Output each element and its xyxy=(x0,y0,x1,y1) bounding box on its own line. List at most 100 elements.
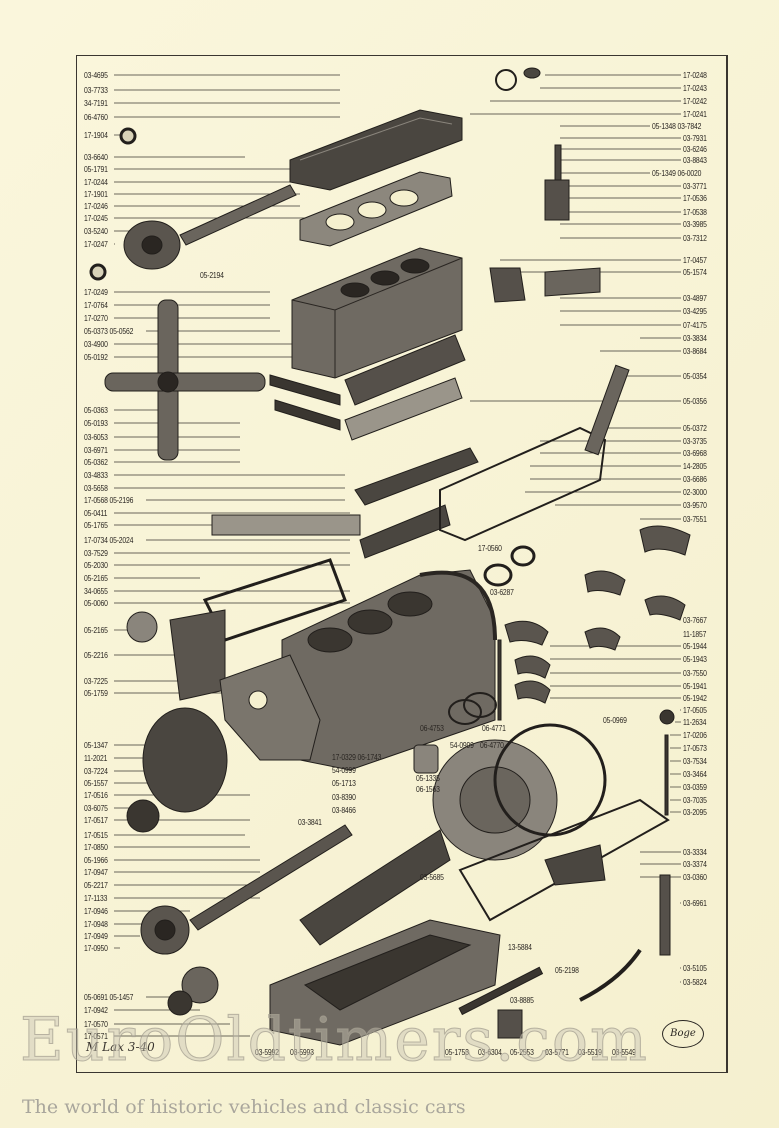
part-label-left: 06-4760 xyxy=(84,113,108,122)
boge-logo: Boge xyxy=(662,1020,704,1048)
front-plate xyxy=(169,609,226,701)
part-label-right: 05-1574 xyxy=(683,268,707,277)
part-label-left: 03-6053 xyxy=(84,433,108,442)
part-label-right: 03-5824 xyxy=(683,978,707,987)
part-label-center: 03-3841 xyxy=(298,818,322,827)
piston xyxy=(413,744,439,774)
part-label-right: 03-0360 xyxy=(683,873,707,882)
part-label-right: 03-3374 xyxy=(683,860,707,869)
part-label-left: 17-0245 xyxy=(84,214,108,223)
part-label-right: 17-0248 xyxy=(683,71,707,80)
part-label-right: 17-0538 xyxy=(683,208,707,217)
part-label-right: 03-8684 xyxy=(683,347,707,356)
part-label-left: 17-0249 xyxy=(84,288,108,297)
part-label-left: 17-0246 xyxy=(84,202,108,211)
part-label-right: 17-0243 xyxy=(683,84,707,93)
part-label-right: 17-0241 xyxy=(683,110,707,119)
bell-housing xyxy=(142,707,228,813)
part-label-left: 05-2030 xyxy=(84,561,108,570)
part-label-left: 03-7733 xyxy=(84,86,108,95)
part-label-left: 17-0948 xyxy=(84,920,108,929)
part-label-left: 17-0947 xyxy=(84,868,108,877)
part-label-right: 03-7931 xyxy=(683,134,707,143)
part-label-left: 05-1347 xyxy=(84,741,108,750)
part-label-right: 03-3771 xyxy=(683,182,707,191)
part-label-right: 03-5105 xyxy=(683,964,707,973)
part-label-bottom: 03-6304 xyxy=(478,1048,502,1057)
part-label-right: 05-1941 xyxy=(683,682,707,691)
part-label-left: 17-0517 xyxy=(84,816,108,825)
part-label-left: 17-0270 xyxy=(84,314,108,323)
part-label-right: 03-7035 xyxy=(683,796,707,805)
part-label-right: 07-4175 xyxy=(683,321,707,330)
part-label-bottom: 03-5519 xyxy=(578,1048,602,1057)
part-label-right: 03-7534 xyxy=(683,757,707,766)
part-label-right: 03-4295 xyxy=(683,307,707,316)
part-label-left: 05-1557 xyxy=(84,779,108,788)
part-label-left: 03-7224 xyxy=(84,767,108,776)
exhaust-manifold xyxy=(354,447,479,506)
part-label-center: 05-1713 xyxy=(332,779,356,788)
oil-pump xyxy=(659,874,671,956)
part-label-center: 05-0969 xyxy=(603,716,627,725)
part-label-right: 17-0206 xyxy=(683,731,707,740)
diagram-frame xyxy=(76,55,728,1073)
part-label-left: 05-0363 xyxy=(84,406,108,415)
part-label-right: 03-4897 xyxy=(683,294,707,303)
part-label-left: 05-2216 xyxy=(84,651,108,660)
part-label-right: 03-3985 xyxy=(683,220,707,229)
part-label-left: 17-0570 xyxy=(84,1020,108,1029)
part-label-right: 03-7551 xyxy=(683,515,707,524)
part-label-left: 05-0192 xyxy=(84,353,108,362)
part-label-right: 05-1942 xyxy=(683,694,707,703)
part-label-left: 17-0734 05-2024 xyxy=(84,536,134,545)
part-label-left: 05-0411 xyxy=(84,509,108,518)
part-label-center: 06-4753 xyxy=(420,724,444,733)
part-label-center: 05-1335 xyxy=(416,774,440,783)
part-label-left: 05-2165 xyxy=(84,626,108,635)
part-label-left: 17-0950 xyxy=(84,944,108,953)
part-label-left: 05-2165 xyxy=(84,574,108,583)
part-label-center: 03-8885 xyxy=(510,996,534,1005)
part-label-left: 05-0362 xyxy=(84,458,108,467)
valve-spring xyxy=(544,179,570,221)
part-label-right: 05-0356 xyxy=(683,397,707,406)
part-label-left: 34-7191 xyxy=(84,99,108,108)
part-label-right: 17-0573 xyxy=(683,744,707,753)
part-label-center: 54-0999 xyxy=(332,766,356,775)
drive-shaft xyxy=(179,184,297,246)
part-label-center: 06-1563 xyxy=(416,785,440,794)
part-label-left: 17-0244 xyxy=(84,178,108,187)
part-label-left: 17-0516 xyxy=(84,791,108,800)
dipstick-tube xyxy=(584,364,630,456)
part-label-center: 17-0560 xyxy=(478,544,502,553)
part-label-left: 03-5658 xyxy=(84,484,108,493)
part-label-left: 17-1133 xyxy=(84,894,108,903)
part-label-bottom: 03-5549 xyxy=(612,1048,636,1057)
part-label-center: 03-5685 xyxy=(420,873,444,882)
part-label-left: 17-0764 xyxy=(84,301,108,310)
part-label-right: 11-2634 xyxy=(683,718,707,727)
part-label-center: 17-0329 06-1743 xyxy=(332,753,382,762)
part-label-bottom: 05-1753 xyxy=(445,1048,469,1057)
part-label-right: 03-3834 xyxy=(683,334,707,343)
part-label-center: 06-4771 xyxy=(482,724,506,733)
part-label-left: 03-4833 xyxy=(84,471,108,480)
part-label-center: 03-8466 xyxy=(332,806,356,815)
part-label-center: 05-2198 xyxy=(555,966,579,975)
part-label-right: 03-3334 xyxy=(683,848,707,857)
part-label-right: 03-6686 xyxy=(683,475,707,484)
part-label-left: 03-6971 xyxy=(84,446,108,455)
part-label-right: 03-6961 xyxy=(683,899,707,908)
part-label-right: 17-0536 xyxy=(683,194,707,203)
timing-cover xyxy=(219,654,321,761)
part-label-bottom: 05-2553 xyxy=(510,1048,534,1057)
part-label-left: 17-1901 xyxy=(84,190,108,199)
part-label-bottom: 03-5993 xyxy=(290,1048,314,1057)
part-label-right: 17-0457 xyxy=(683,256,707,265)
part-label-center: 03-6287 xyxy=(490,588,514,597)
part-label-center: 06-4770 xyxy=(480,741,504,750)
part-label-left: 17-0515 xyxy=(84,831,108,840)
